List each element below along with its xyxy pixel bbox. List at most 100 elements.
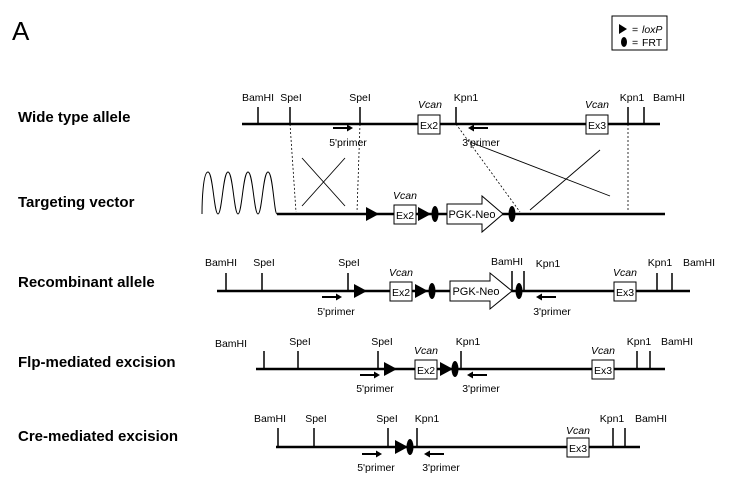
site-label: Kpn1: [536, 258, 561, 270]
site-label: BamHI: [653, 92, 685, 104]
primer-label: 5'primer: [329, 137, 367, 149]
crossover-line: [469, 141, 611, 197]
exon-label: Ex3: [594, 365, 612, 377]
cassette-label: PGK-Neo: [448, 209, 495, 221]
crossover-line: [529, 149, 601, 211]
loxp-icon: [354, 284, 367, 298]
arrow-right-icon: [336, 293, 342, 301]
frt-icon: [515, 283, 523, 299]
primer-label: 5'primer: [357, 462, 395, 474]
primer-label: 5'primer: [317, 306, 355, 318]
exon-box: [393, 204, 417, 225]
site-label: SpeI: [371, 336, 393, 348]
row-label: Targeting vector: [18, 194, 135, 211]
exon-label: Ex2: [396, 210, 414, 222]
loxp-icon: [366, 207, 379, 221]
exon-label: Ex3: [569, 443, 587, 455]
cassette-label: PGK-Neo: [452, 286, 499, 298]
frt-icon: [406, 439, 414, 455]
frt-icon: [451, 361, 459, 377]
site-label: Kpn1: [648, 257, 673, 269]
dotted-guide: [356, 123, 361, 213]
exon-box: [566, 437, 590, 458]
dotted-guide: [289, 123, 297, 213]
frt-oval-icon: [621, 37, 627, 47]
arrow-left-icon: [468, 124, 474, 132]
row-recombinant-allele: Recombinant allele BamHI SpeI SpeI BamHI…: [18, 256, 715, 318]
site-label: SpeI: [289, 336, 311, 348]
row-wide-type-allele: Wide type allele BamHI SpeI SpeI Kpn1 Kp…: [18, 92, 685, 149]
site-label: BamHI: [661, 336, 693, 348]
row-label: Cre-mediated excision: [18, 428, 178, 445]
site-label: SpeI: [280, 92, 302, 104]
exon-gene-label: Vcan: [393, 190, 417, 202]
site-label: SpeI: [338, 257, 360, 269]
arrow-left-icon: [536, 293, 542, 301]
primer-label: 3'primer: [462, 137, 500, 149]
site-label: Kpn1: [627, 336, 652, 348]
site-label: Kpn1: [454, 92, 479, 104]
primer-label: 3'primer: [462, 383, 500, 395]
site-label: BamHI: [215, 338, 247, 350]
row-flp-mediated-excision: Flp-mediated excision BamHI SpeI SpeI Kp…: [18, 336, 693, 395]
exon-box: [613, 281, 637, 302]
legend-frt-label: FRT: [642, 37, 663, 49]
exon-label: Ex2: [420, 120, 438, 132]
site-label: BamHI: [254, 413, 286, 425]
loxp-icon: [440, 362, 453, 376]
arrow-left-icon: [467, 371, 473, 379]
row-label: Recombinant allele: [18, 274, 155, 291]
legend-loxp-eq: =: [632, 24, 638, 36]
exon-label: Ex3: [588, 120, 606, 132]
loxp-icon: [418, 207, 431, 221]
exon-label: Ex2: [417, 365, 435, 377]
plasmid-backbone: [201, 171, 278, 215]
exon-gene-label: Vcan: [613, 267, 637, 279]
row-label: Wide type allele: [18, 109, 130, 126]
exon-gene-label: Vcan: [585, 99, 609, 111]
site-label: Kpn1: [620, 92, 645, 104]
primer-label: 5'primer: [356, 383, 394, 395]
exon-gene-label: Vcan: [591, 345, 615, 357]
site-label: BamHI: [242, 92, 274, 104]
neo-cassette-arrow: [446, 194, 504, 234]
site-label: BamHI: [205, 257, 237, 269]
site-label: BamHI: [491, 256, 523, 268]
arrow-left-icon: [424, 450, 430, 458]
exon-gene-label: Vcan: [418, 99, 442, 111]
frt-icon: [508, 206, 516, 222]
exon-box: [585, 114, 609, 135]
exon-gene-label: Vcan: [414, 345, 438, 357]
exon-box: [389, 281, 413, 302]
site-label: SpeI: [253, 257, 275, 269]
exon-gene-label: Vcan: [566, 425, 590, 437]
legend-loxp-label: loxP: [642, 24, 662, 36]
exon-box: [414, 359, 438, 380]
site-label: Kpn1: [415, 413, 440, 425]
site-label: SpeI: [305, 413, 327, 425]
legend-box: [611, 15, 668, 51]
exon-label: Ex3: [616, 287, 634, 299]
arrow-right-icon: [376, 450, 382, 458]
site-label: BamHI: [635, 413, 667, 425]
recombination-lines: [289, 123, 629, 213]
site-label: BamHI: [683, 257, 715, 269]
exon-box: [591, 359, 615, 380]
exon-box: [417, 114, 441, 135]
row-targeting-vector: Targeting vector Vcan Ex2 PGK-Neo: [18, 171, 665, 234]
row-label: Flp-mediated excision: [18, 354, 176, 371]
legend: = loxP = FRT: [611, 15, 668, 51]
site-label: Kpn1: [600, 413, 625, 425]
exon-label: Ex2: [392, 287, 410, 299]
neo-cassette-arrow: [449, 271, 513, 311]
site-label: SpeI: [349, 92, 371, 104]
site-label: Kpn1: [456, 336, 481, 348]
frt-icon: [431, 206, 439, 222]
loxp-icon: [415, 284, 428, 298]
frt-icon: [428, 283, 436, 299]
panel-label: A: [12, 16, 30, 46]
primer-label: 3'primer: [533, 306, 571, 318]
loxp-icon: [395, 440, 408, 454]
legend-frt-eq: =: [632, 37, 638, 49]
